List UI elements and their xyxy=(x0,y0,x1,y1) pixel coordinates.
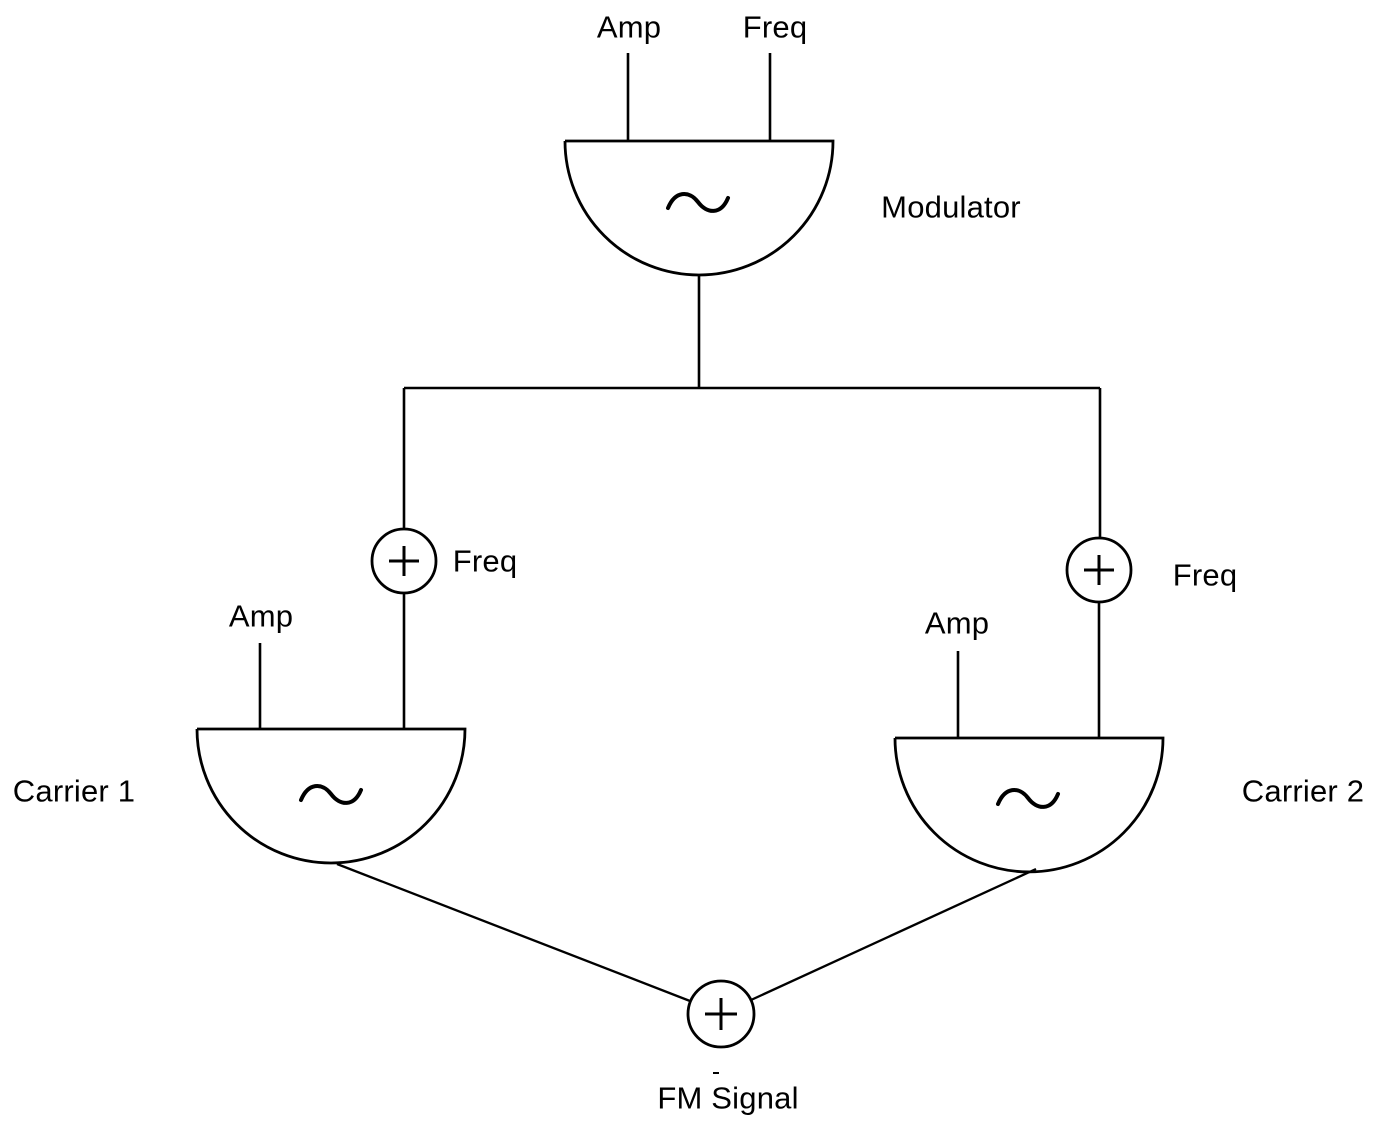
output-sum-node xyxy=(336,862,1037,1074)
modulator-label: Modulator xyxy=(881,189,1021,225)
modulator-oscillator xyxy=(563,53,835,388)
modulator-amp-input-label: Amp xyxy=(596,9,662,45)
oscillator-shape xyxy=(195,727,467,865)
sine-wave-icon xyxy=(299,784,363,805)
carrier2-freq-adder xyxy=(1065,536,1133,604)
carrier1-amp-input-label: Amp xyxy=(228,598,294,634)
modulator-freq-input-label: Freq xyxy=(742,9,808,45)
carrier1-freq-input-label: Freq xyxy=(452,543,518,579)
carrier1-output-wire xyxy=(336,862,691,1003)
carrier2-label: Carrier 2 xyxy=(1241,773,1365,809)
oscillator-shape xyxy=(893,736,1165,874)
carrier1-label: Carrier 1 xyxy=(12,773,136,809)
carrier1-freq-adder xyxy=(370,527,438,595)
carrier2-freq-input-label: Freq xyxy=(1172,557,1238,593)
fm-signal-label: FM Signal xyxy=(657,1080,799,1116)
sine-wave-icon xyxy=(666,192,730,213)
oscillator-shape xyxy=(563,139,835,277)
carrier1-oscillator xyxy=(195,643,467,865)
carrier2-freq-branch xyxy=(1065,388,1133,738)
plus-circle-icon xyxy=(686,979,756,1049)
carrier2-output-wire xyxy=(750,867,1037,1002)
carrier1-freq-branch xyxy=(370,388,438,729)
carrier2-oscillator xyxy=(893,651,1165,874)
sine-wave-icon xyxy=(996,788,1060,809)
carrier2-amp-input-label: Amp xyxy=(924,605,990,641)
